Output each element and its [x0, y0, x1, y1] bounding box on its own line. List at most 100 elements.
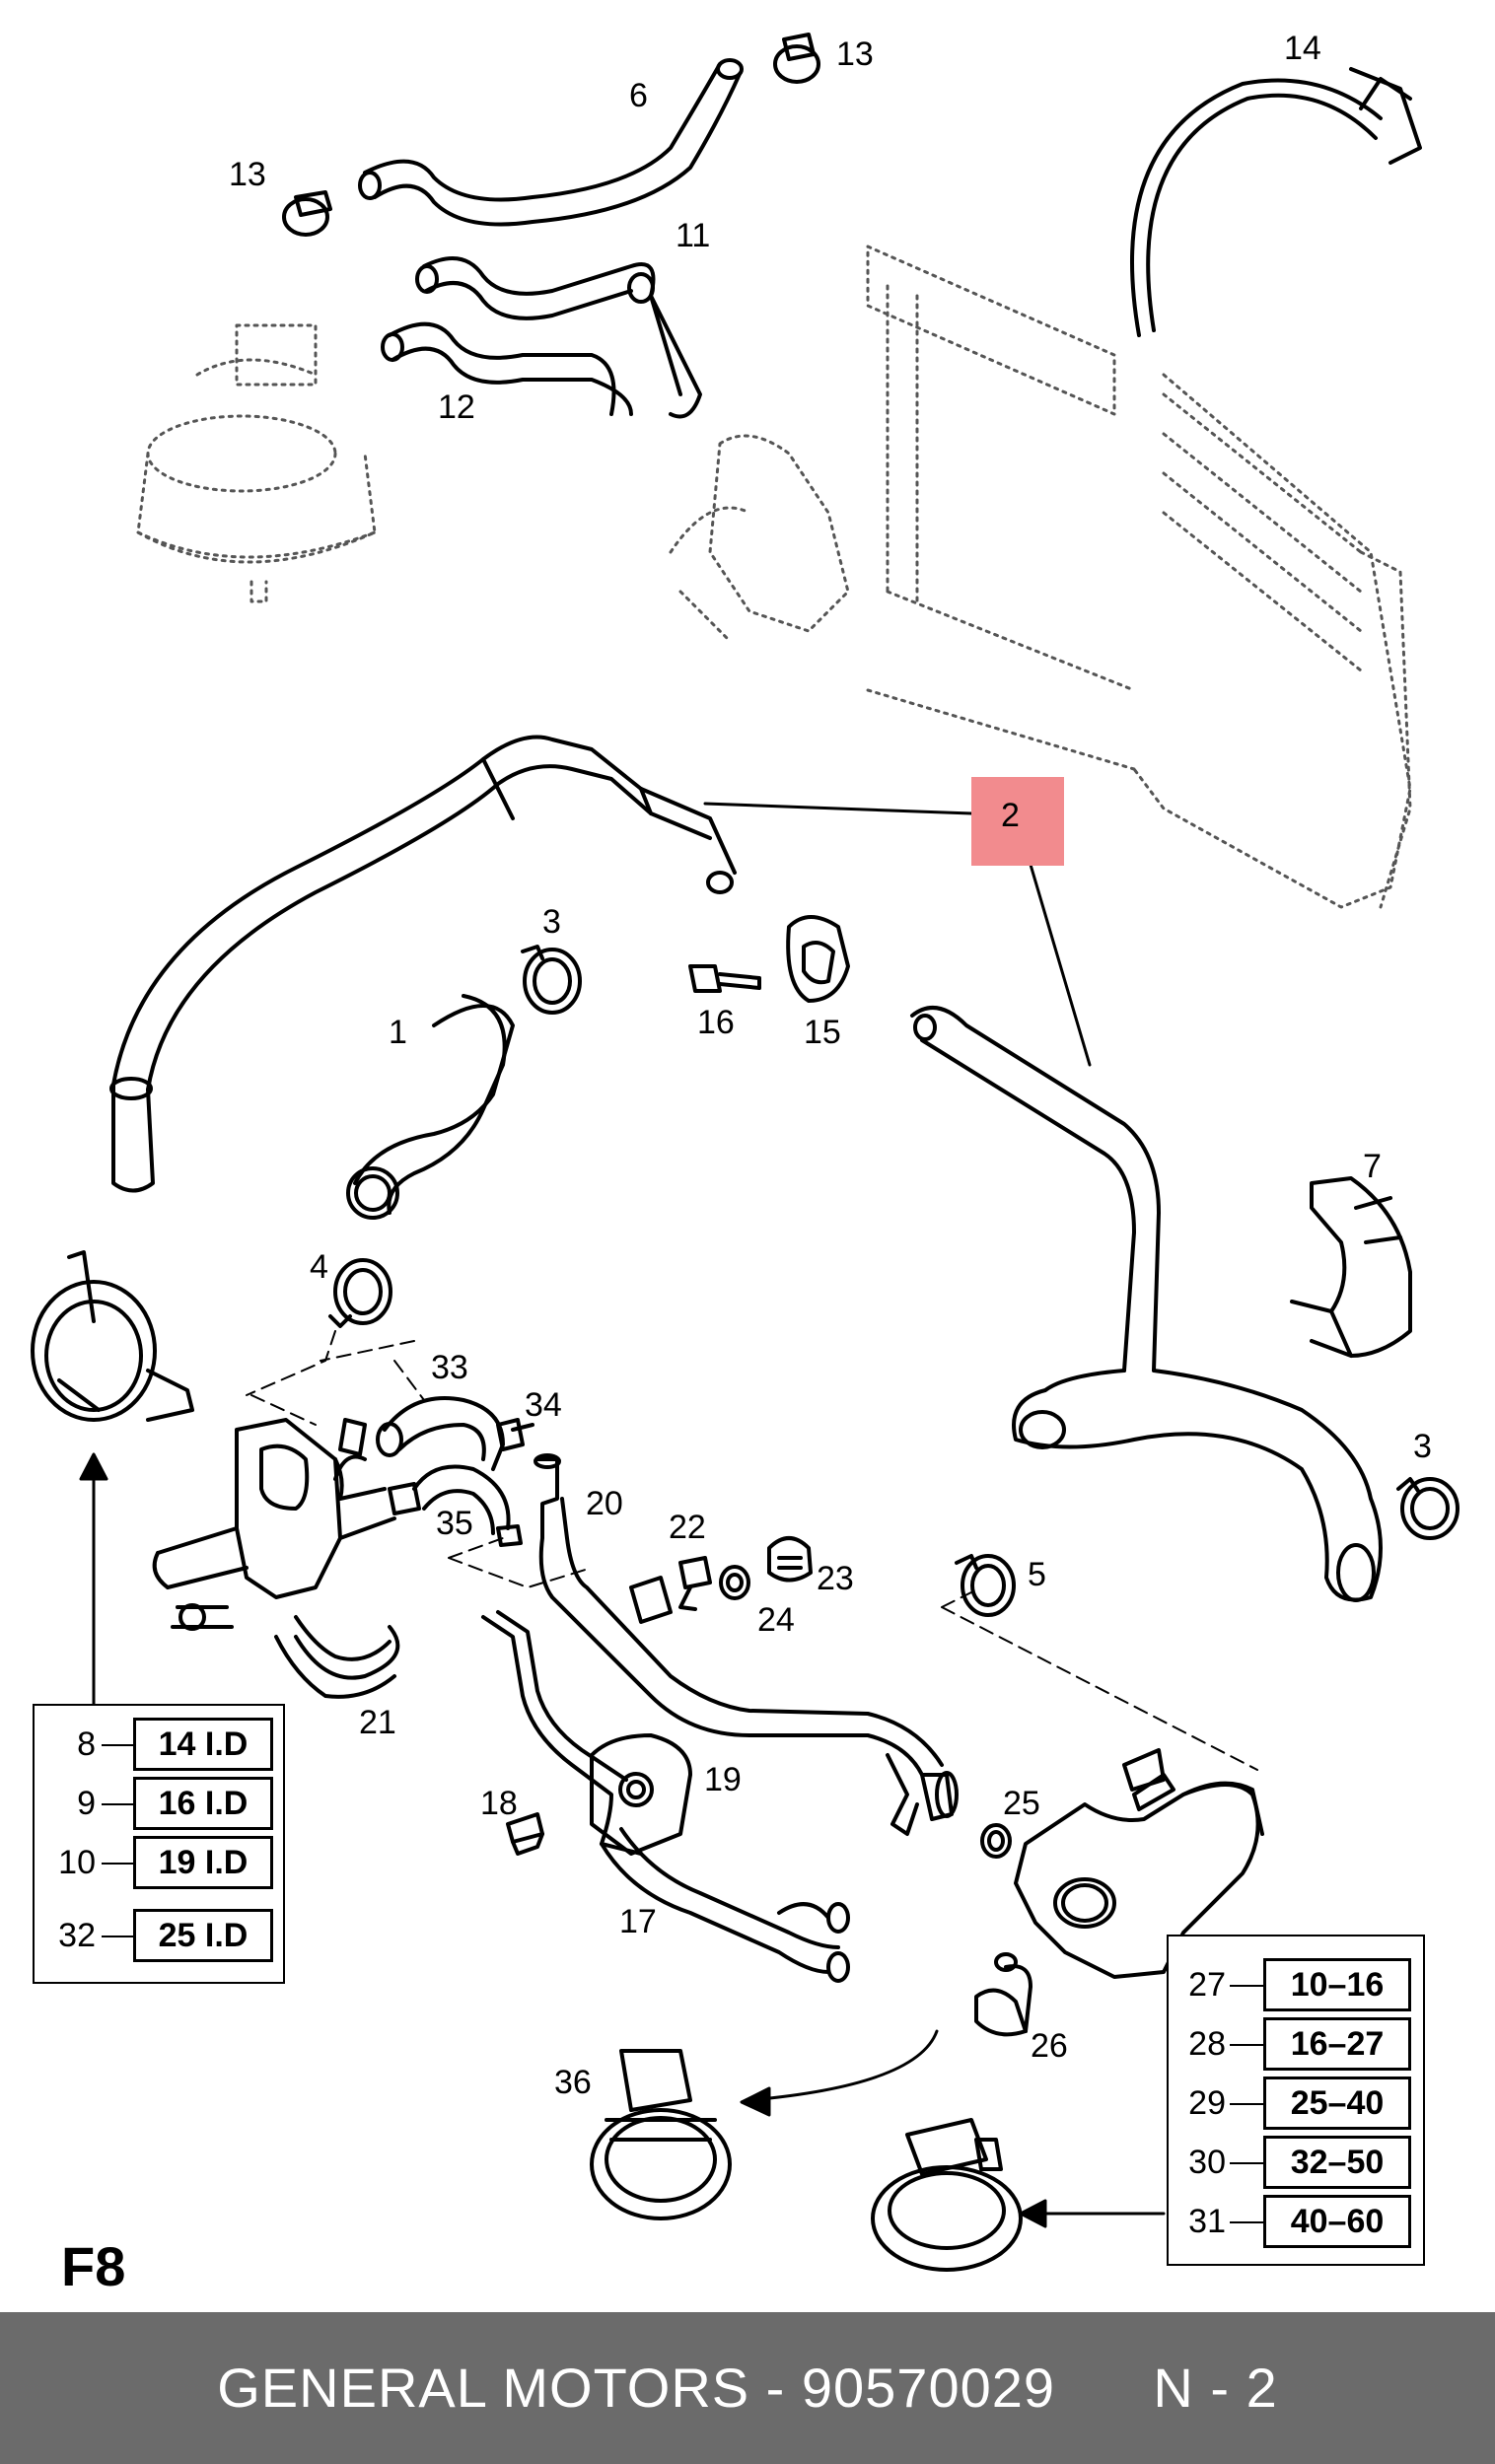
bolt-16	[688, 964, 761, 993]
water-outlet-housing	[152, 1418, 400, 1680]
table-row: 8 14 I.D	[35, 1718, 283, 1771]
hose-2-upper	[109, 735, 737, 1193]
callout-25: 25	[1003, 1785, 1040, 1822]
coolant-hose-diagram	[31, 33, 1459, 2272]
callout-34: 34	[525, 1386, 562, 1424]
clamp-34	[496, 1418, 534, 1451]
callout-24: 24	[757, 1601, 795, 1639]
leader-tick	[102, 1936, 133, 1937]
callout-5: 5	[1028, 1556, 1046, 1593]
callout-2-leaders	[703, 802, 1092, 1067]
leader-tick	[1230, 2162, 1263, 2164]
clamp-13-right	[773, 33, 820, 84]
callout-20: 20	[586, 1485, 623, 1522]
row-number: 8	[77, 1725, 96, 1763]
callout-19: 19	[704, 1761, 742, 1798]
callout-35: 35	[436, 1505, 473, 1542]
expansion-tank-outline	[136, 323, 377, 603]
row-number: 29	[1188, 2084, 1226, 2122]
footer-part-number: 90570029	[801, 2357, 1056, 2419]
callout-6: 6	[629, 77, 648, 114]
callout-23: 23	[817, 1560, 854, 1597]
table-row: 28 16–27	[1169, 2017, 1423, 2071]
callout-13-right: 13	[836, 35, 874, 73]
clip-15	[786, 915, 850, 1003]
bolt-18	[506, 1812, 544, 1856]
row-number: 9	[77, 1785, 96, 1822]
callout-2: 2	[1001, 797, 1020, 834]
hose-21	[274, 1615, 396, 1699]
callout-13-left: 13	[229, 156, 266, 193]
footer-separator: -	[749, 2357, 802, 2419]
callout-4: 4	[310, 1248, 328, 1286]
callout-2-highlight	[971, 777, 1064, 866]
spring-clamp-large	[31, 1250, 194, 1422]
callout-1: 1	[389, 1014, 407, 1051]
clamp-3-upper	[521, 945, 582, 1015]
radiator-outline	[669, 245, 1412, 909]
clamp-size-table-range: 27 10–16 28 16–27 29 25–40 30 32–50 31 4…	[1167, 1935, 1425, 2266]
row-number: 31	[1188, 2203, 1226, 2240]
leader-tick	[102, 1803, 133, 1805]
table-row: 29 25–40	[1169, 2077, 1423, 2130]
callout-11: 11	[676, 217, 711, 254]
pipe-20	[534, 1453, 959, 1836]
hose-1	[346, 994, 515, 1220]
arrow-to-worm-clamp	[1019, 2199, 1166, 2228]
leader-tick	[102, 1744, 133, 1746]
footer-bar: GENERAL MOTORS - 90570029 N - 2	[0, 2312, 1495, 2464]
size-cell: 25 I.D	[133, 1909, 273, 1962]
bleeder-screw-22	[678, 1556, 712, 1611]
callout-3-lower: 3	[1413, 1428, 1432, 1465]
clamp-36	[590, 2049, 732, 2220]
clamp-3-lower	[1396, 1477, 1459, 1540]
washer-25	[980, 1823, 1012, 1859]
callout-21: 21	[359, 1704, 396, 1741]
washer-24	[719, 1565, 750, 1600]
size-cell: 16 I.D	[133, 1777, 273, 1830]
pipe-17	[481, 1610, 850, 1983]
footer-brand: GENERAL MOTORS	[217, 2357, 750, 2419]
footer-gap	[1055, 2357, 1153, 2419]
leader-tick	[1230, 2044, 1263, 2046]
figure-label: F8	[61, 2235, 126, 2297]
size-cell: 40–60	[1263, 2195, 1411, 2248]
table-row: 27 10–16	[1169, 1958, 1423, 2011]
clamp-5	[955, 1554, 1016, 1617]
cap-23	[767, 1536, 813, 1583]
strap-14	[1130, 67, 1422, 337]
table-row: 32 25 I.D	[35, 1909, 283, 1962]
table-row: 9 16 I.D	[35, 1777, 283, 1830]
size-cell: 25–40	[1263, 2077, 1411, 2130]
bracket-7	[1290, 1176, 1412, 1358]
row-number: 30	[1188, 2144, 1226, 2181]
leader-tick	[1230, 1985, 1263, 1987]
worm-drive-clamp	[871, 2118, 1023, 2272]
callout-26: 26	[1031, 2027, 1068, 2065]
row-number: 32	[58, 1917, 96, 1954]
table-row: 10 19 I.D	[35, 1836, 283, 1889]
row-number: 27	[1188, 1966, 1226, 2004]
callout-18: 18	[480, 1785, 518, 1822]
clamp-4	[328, 1258, 392, 1328]
callout-7: 7	[1363, 1148, 1382, 1185]
callout-36: 36	[554, 2064, 592, 2101]
callout-17: 17	[619, 1903, 657, 1940]
size-cell: 32–50	[1263, 2136, 1411, 2189]
callout-14: 14	[1284, 30, 1321, 67]
callout-22: 22	[669, 1509, 706, 1546]
size-cell: 19 I.D	[133, 1836, 273, 1889]
footer-page: N - 2	[1153, 2357, 1278, 2419]
table-row: 30 32–50	[1169, 2136, 1423, 2189]
water-inlet-housing	[1014, 1748, 1264, 1979]
hose-12	[381, 321, 633, 416]
table-row: 31 40–60	[1169, 2195, 1423, 2248]
guide-lines	[246, 1330, 1258, 1771]
size-cell: 10–16	[1263, 1958, 1411, 2011]
hose-2-lower	[910, 1006, 1383, 1602]
callout-33: 33	[431, 1349, 468, 1386]
hose-11	[415, 256, 702, 419]
leader-tick	[102, 1863, 133, 1865]
arrow-to-clamp-36	[740, 2029, 939, 2117]
callout-15: 15	[804, 1014, 841, 1051]
